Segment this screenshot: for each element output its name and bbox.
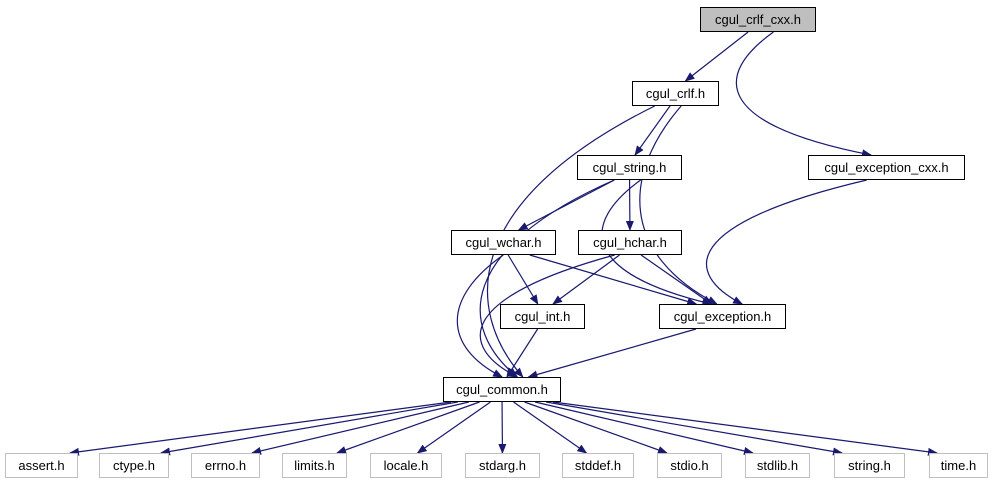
edge-crlf_cxx-to-exception_cxx (736, 31, 873, 158)
edge-common-to-stringh (545, 401, 843, 456)
edge-int-to-common (506, 328, 539, 378)
node-cgul-crlf-cxx[interactable]: cgul_crlf_cxx.h (700, 7, 816, 32)
node-cgul-crlf[interactable]: cgul_crlf.h (632, 81, 719, 106)
edge-common-to-stdio (524, 401, 668, 454)
edge-hchar-to-int (552, 254, 620, 305)
node-cgul-exception-cxx[interactable]: cgul_exception_cxx.h (808, 155, 965, 180)
edge-wchar-to-common (456, 254, 504, 378)
node-assert[interactable]: assert.h (5, 453, 78, 478)
edge-common-to-stddef (513, 401, 588, 454)
edge-string-to-common (479, 179, 615, 378)
edge-common-to-locale (416, 401, 491, 454)
node-time[interactable]: time.h (929, 453, 988, 478)
edge-common-to-stdlib (534, 401, 754, 455)
node-limits[interactable]: limits.h (282, 453, 347, 478)
node-stdlib[interactable]: stdlib.h (745, 453, 810, 478)
edge-wchar-to-int (507, 254, 539, 305)
node-stddef[interactable]: stddef.h (562, 453, 634, 478)
node-locale[interactable]: locale.h (370, 453, 442, 478)
edge-common-to-assert (69, 401, 452, 456)
node-cgul-common[interactable]: cgul_common.h (443, 377, 561, 402)
edge-wchar-to-exception (529, 254, 698, 306)
edge-crlf-to-exception (639, 105, 718, 305)
node-cgul-hchar[interactable]: cgul_hchar.h (578, 230, 682, 255)
edge-common-to-limits (336, 401, 480, 454)
edge-common-to-errno (251, 401, 469, 455)
node-cgul-exception[interactable]: cgul_exception.h (659, 304, 786, 329)
edge-hchar-to-exception (640, 254, 713, 305)
node-stdarg[interactable]: stdarg.h (465, 453, 540, 478)
edge-common-to-ctype (160, 401, 458, 456)
node-string-h[interactable]: string.h (834, 453, 905, 478)
edge-string-to-wchar (517, 179, 615, 231)
edge-exception-to-common (527, 328, 697, 379)
node-errno[interactable]: errno.h (191, 453, 260, 478)
edge-common-to-time (552, 401, 938, 456)
node-stdio[interactable]: stdio.h (657, 453, 722, 478)
edge-crlf-to-string (634, 105, 671, 156)
edge-exception_cxx-to-exception (706, 179, 867, 305)
edge-hchar-to-common (479, 254, 615, 378)
node-cgul-wchar[interactable]: cgul_wchar.h (451, 230, 556, 255)
node-ctype[interactable]: ctype.h (99, 453, 169, 478)
edge-crlf_cxx-to-crlf (684, 31, 749, 82)
node-cgul-string[interactable]: cgul_string.h (577, 155, 682, 180)
node-cgul-int[interactable]: cgul_int.h (500, 304, 585, 329)
